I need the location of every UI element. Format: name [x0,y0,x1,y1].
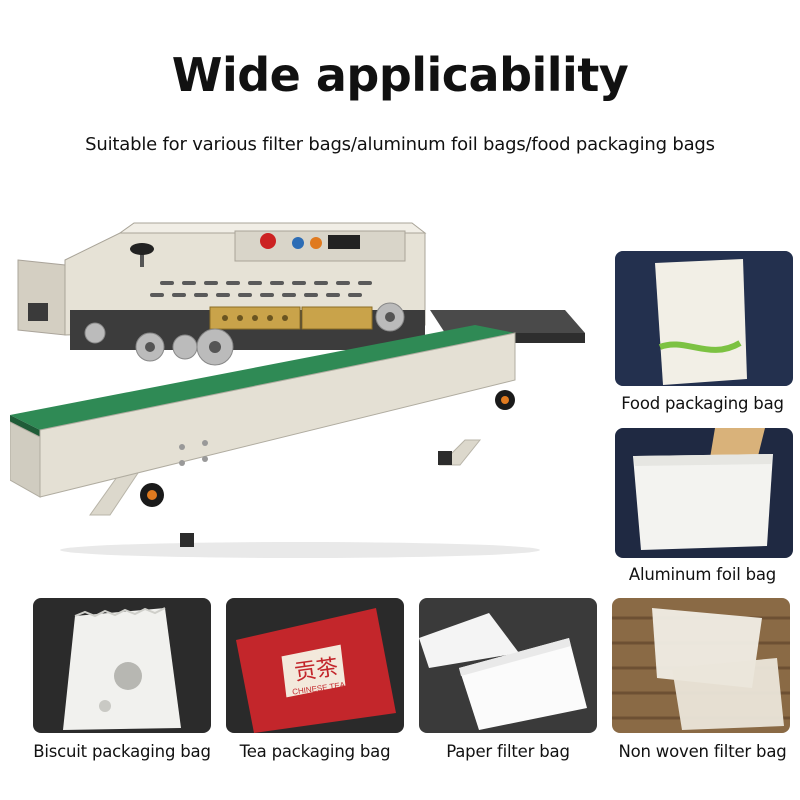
caption-biscuit-packaging-bag: Biscuit packaging bag [33,742,211,761]
band-sealer-machine-image [9,215,605,560]
page-subtitle: Suitable for various filter bags/aluminu… [85,134,715,155]
caption-paper-filter-bag: Paper filter bag [446,742,570,761]
caption-aluminum-foil-bag: Aluminum foil bag [628,565,777,584]
aluminum-foil-bag-image [615,428,793,558]
caption-tea-packaging-bag: Tea packaging bag [239,742,391,761]
tea-packaging-bag-image: 贡茶 CHINESE TEA [226,598,404,733]
food-packaging-bag-image [615,251,793,386]
page-title: Wide applicability [171,48,629,102]
paper-filter-bag-image [419,598,597,733]
caption-non-woven-filter-bag: Non woven filter bag [618,742,787,761]
caption-food-packaging-bag: Food packaging bag [621,394,784,413]
biscuit-packaging-bag-image [33,598,211,733]
non-woven-filter-bag-image [612,598,790,733]
